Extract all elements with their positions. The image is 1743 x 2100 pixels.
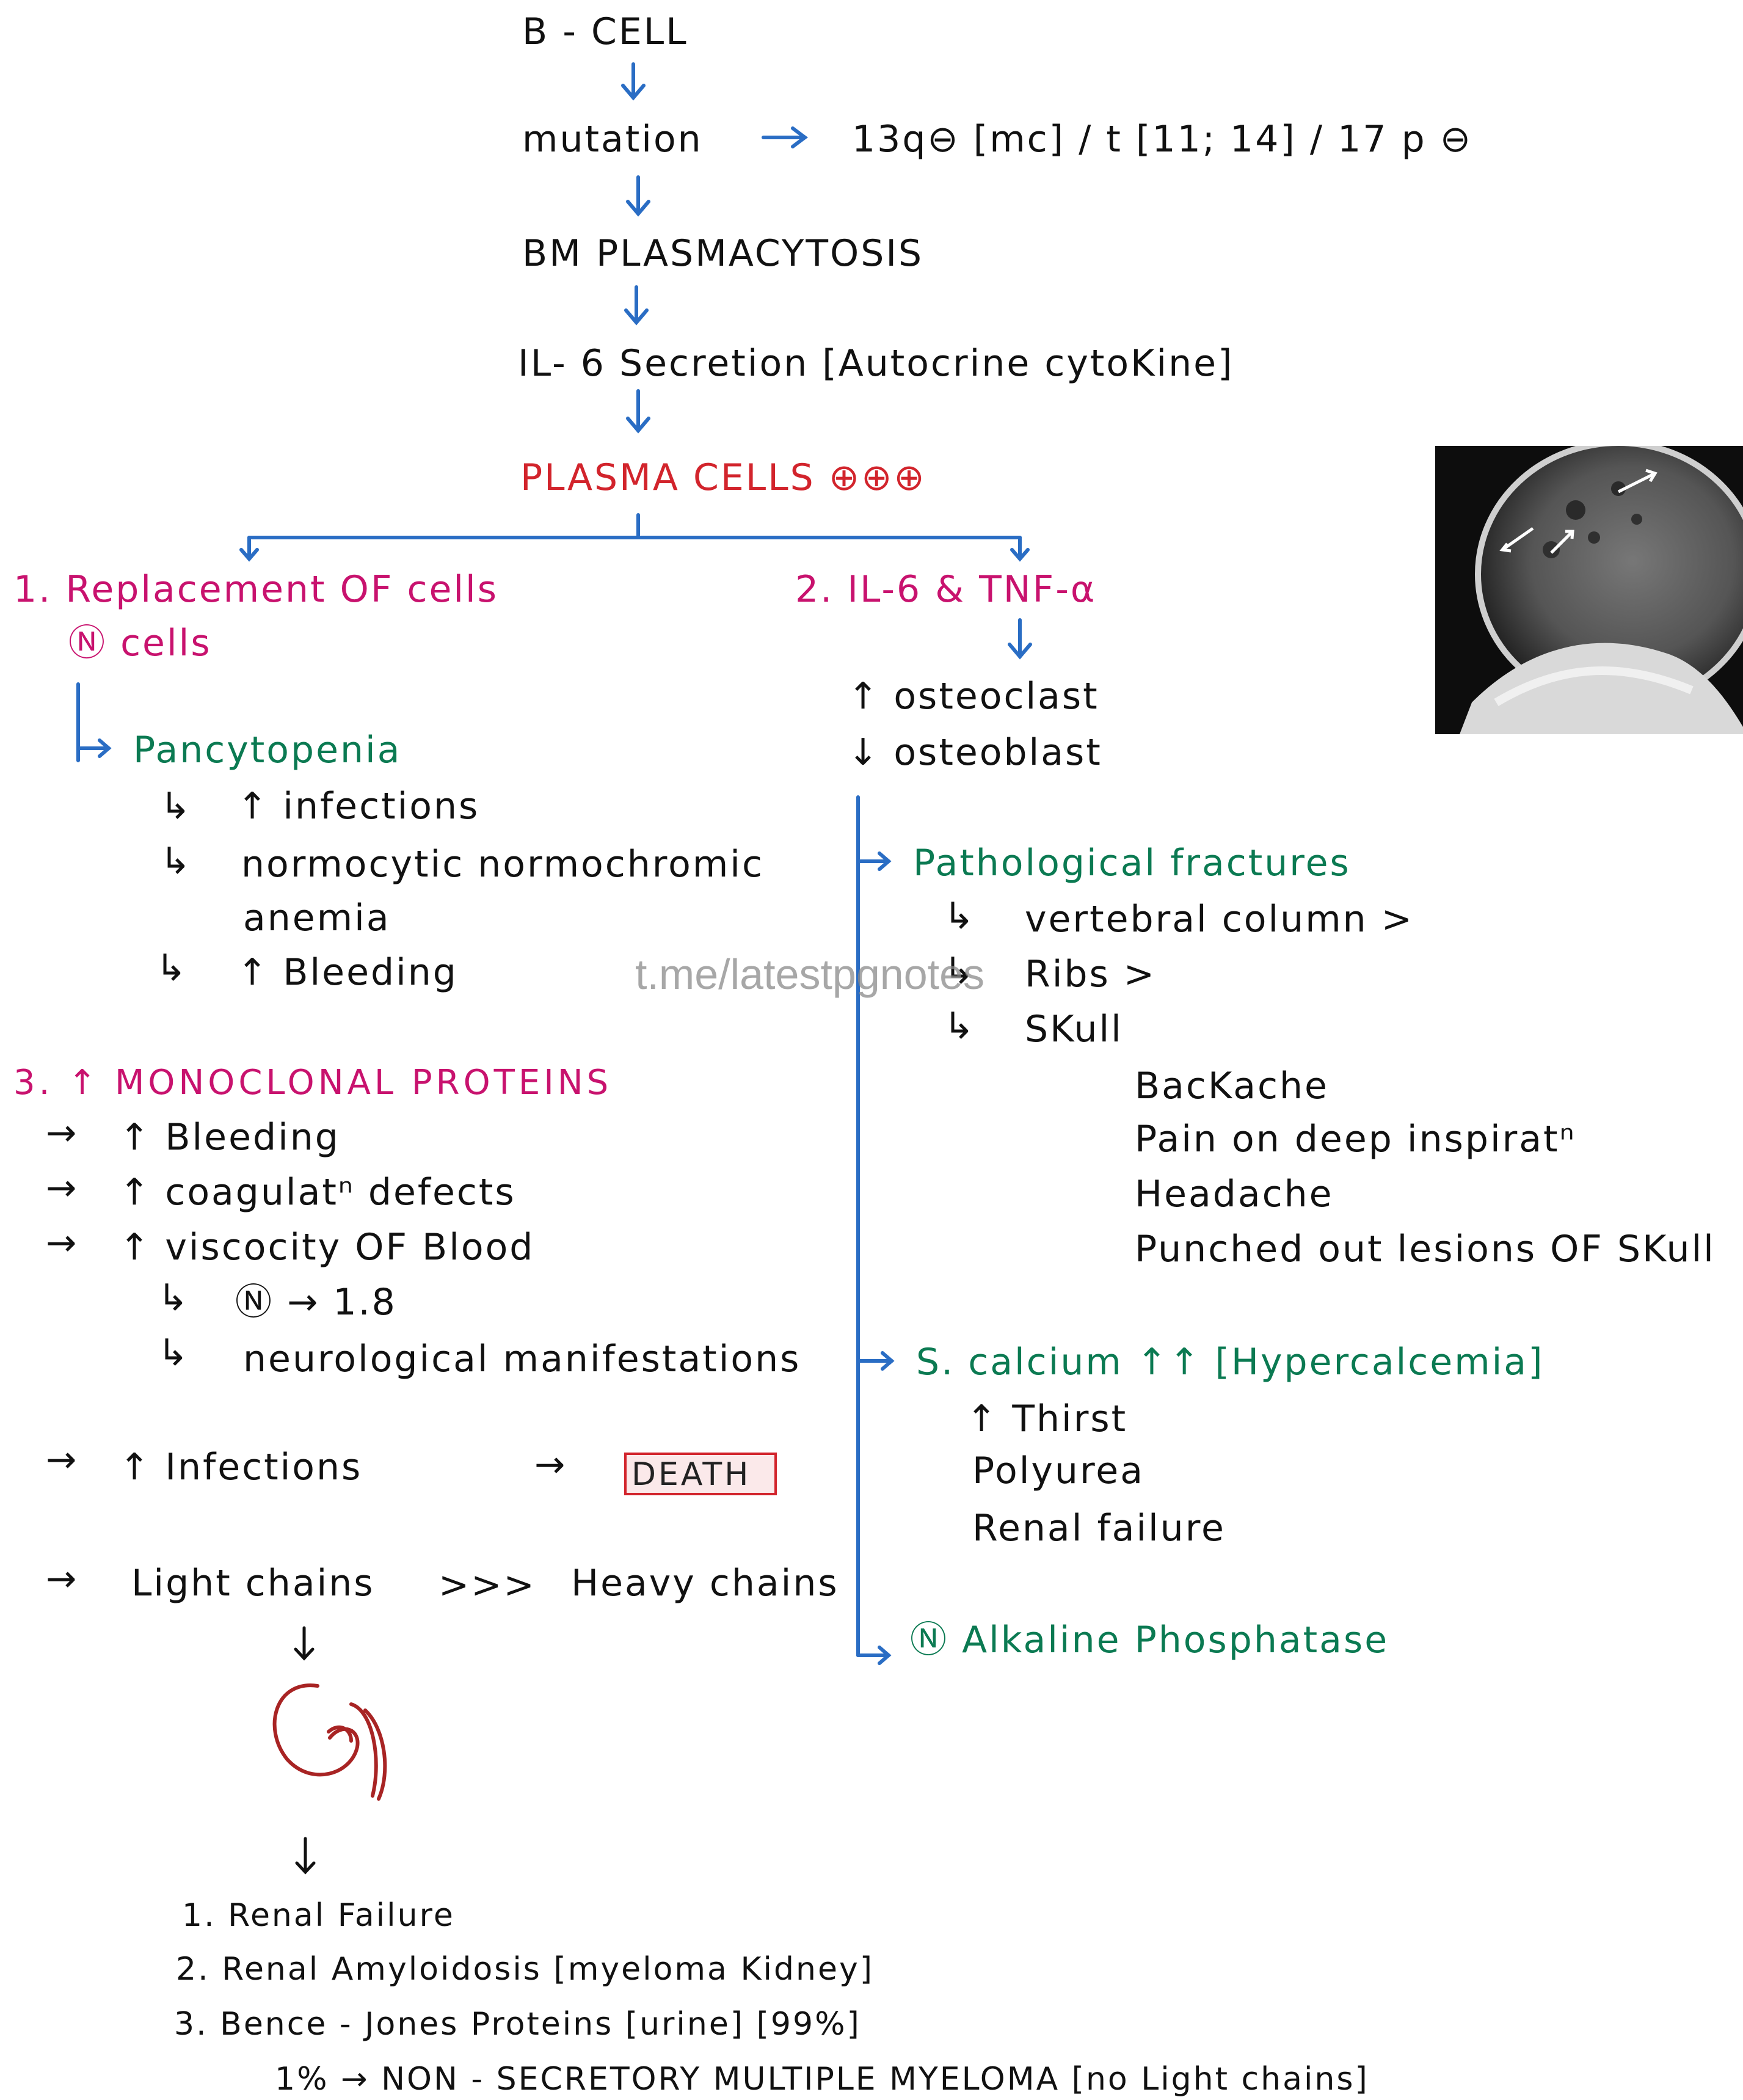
hook-icon: ↳: [160, 785, 193, 828]
mutation-detail: 13q⊖ [mc] / t [11; 14] / 17 p ⊖: [852, 118, 1472, 161]
normal-viscosity: Ⓝ → 1.8: [235, 1281, 397, 1324]
branch1-title: 1. Replacement OF cells: [13, 568, 498, 611]
normal-cells: Ⓝ cells: [68, 622, 212, 665]
serum-calcium: S. calcium ↑↑ [Hypercalcemia]: [916, 1341, 1545, 1384]
pain-inspiration: Pain on deep inspiratⁿ: [1135, 1118, 1576, 1161]
branch2-title: 2. IL-6 & TNF-α: [795, 568, 1097, 611]
hook-icon: ↳: [944, 895, 977, 938]
kidney-item-3: 3. Bence - Jones Proteins [urine] [99%]: [174, 2006, 861, 2043]
coagulation-defects: ↑ coagulatⁿ defects: [119, 1171, 516, 1214]
headache: Headache: [1135, 1173, 1334, 1216]
light-chains: Light chains: [131, 1562, 375, 1605]
renal-failure-calcium: Renal failure: [972, 1507, 1226, 1550]
infections-item: ↑ infections: [237, 785, 480, 828]
alkaline-phosphatase: Ⓝ Alkaline Phosphatase: [910, 1619, 1389, 1661]
bm-plasmacytosis: BM PLASMACYTOSIS: [522, 232, 924, 275]
greater-than: >>>: [438, 1564, 536, 1606]
mutation-label: mutation: [522, 118, 703, 161]
death-label: DEATH: [631, 1456, 751, 1493]
pancytopenia: Pancytopenia: [133, 729, 402, 771]
kidney-item-4: 1% → NON - SECRETORY MULTIPLE MYELOMA [n…: [275, 2061, 1369, 2098]
arrow-icon: →: [46, 1222, 79, 1264]
backache: BacKache: [1135, 1065, 1329, 1107]
infections-monoclonal: ↑ Infections: [119, 1446, 363, 1489]
hook-icon: ↳: [160, 840, 193, 883]
polyurea: Polyurea: [972, 1449, 1144, 1492]
b-cell-label: B - CELL: [522, 10, 688, 53]
punched-out-lesions: Punched out lesions OF SKull: [1135, 1228, 1716, 1271]
pathological-fractures: Pathological fractures: [913, 842, 1351, 884]
ribs: Ribs >: [1025, 953, 1157, 996]
anemia-line1: normocytic normochromic: [241, 843, 764, 886]
arrow-icon: →: [534, 1443, 567, 1486]
arrow-icon: →: [46, 1112, 79, 1154]
arrow-icon: →: [46, 1438, 79, 1481]
vertebral-column: vertebral column >: [1025, 898, 1414, 941]
death-box: [624, 1453, 777, 1495]
skull: SKull: [1025, 1008, 1123, 1051]
hook-icon: ↳: [944, 1005, 977, 1048]
arrow-icon: →: [46, 1558, 79, 1600]
hook-icon: ↳: [158, 1332, 191, 1374]
arrow-icon: →: [46, 1167, 79, 1209]
plasma-cells: PLASMA CELLS ⊕⊕⊕: [520, 456, 926, 499]
hook-icon: ↳: [158, 1277, 191, 1319]
kidney-item-1: 1. Renal Failure: [182, 1897, 455, 1934]
viscosity: ↑ viscocity OF Blood: [119, 1226, 535, 1269]
bleeding-monoclonal: ↑ Bleeding: [119, 1116, 340, 1159]
bleeding-item: ↑ Bleeding: [237, 951, 458, 994]
osteoblast: ↓ osteoblast: [848, 731, 1102, 774]
skull-xray-image: [1435, 446, 1743, 734]
kidney-item-2: 2. Renal Amyloidosis [myeloma Kidney]: [176, 1951, 875, 1988]
neurological-manifestations: neurological manifestations: [243, 1338, 801, 1380]
il6-secretion: IL- 6 Secretion [Autocrine cytoKine]: [518, 342, 1234, 385]
watermark: t.me/latestpgnotes: [635, 950, 984, 998]
hook-icon: ↳: [944, 950, 977, 993]
heavy-chains: Heavy chains: [571, 1562, 839, 1605]
thirst: ↑ Thirst: [966, 1398, 1128, 1440]
osteoclast: ↑ osteoclast: [848, 675, 1099, 718]
hook-icon: ↳: [156, 947, 189, 990]
anemia-line2: anemia: [243, 897, 391, 939]
branch3-title: 3. ↑ MONOCLONAL PROTEINS: [13, 1063, 613, 1103]
